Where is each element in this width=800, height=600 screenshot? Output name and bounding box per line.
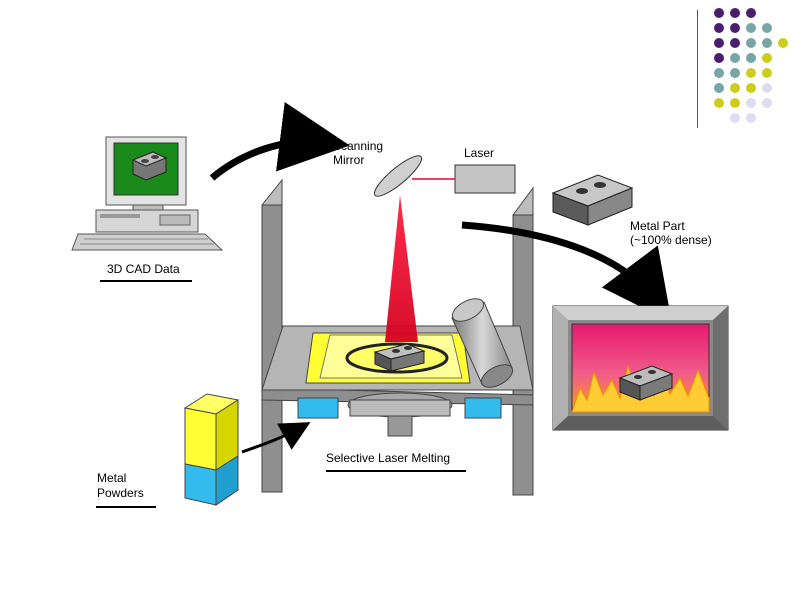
decor-dot	[730, 68, 740, 78]
label-dense: (~100% dense)	[630, 233, 712, 247]
metal-part-icon	[551, 174, 634, 226]
recoater-roller-icon	[451, 298, 514, 388]
decor-dot	[746, 38, 756, 48]
label-mirror: Mirror	[333, 153, 365, 167]
decor-dot	[714, 98, 724, 108]
label-laser: Laser	[464, 146, 495, 160]
decor-dot	[762, 23, 772, 33]
decor-dot	[714, 53, 724, 63]
decor-dot	[730, 53, 740, 63]
decor-dot	[778, 38, 788, 48]
laser-beam	[385, 195, 418, 342]
decor-dot	[746, 68, 756, 78]
label-metal-part: Metal Part	[630, 219, 685, 233]
decor-dot	[746, 23, 756, 33]
decor-dot	[730, 98, 740, 108]
decor-dot	[730, 8, 740, 18]
label-selective-laser-melting: Selective Laser Melting	[326, 451, 451, 465]
decorative-dot-grid	[706, 8, 800, 138]
decorative-vertical-rule	[697, 10, 698, 128]
cad-to-mirror-arrow	[209, 102, 350, 181]
scanning-mirror-icon	[373, 155, 423, 197]
part-on-bed	[373, 343, 426, 372]
decor-dot	[714, 8, 724, 18]
metal-powders-icon	[183, 393, 240, 506]
laser-source-icon	[454, 164, 516, 194]
decor-dot	[714, 68, 724, 78]
decor-dot	[762, 38, 772, 48]
decor-dot	[730, 83, 740, 93]
machine-to-furnace-arrow	[461, 221, 672, 323]
label-sls-underline	[326, 470, 466, 472]
decor-dot	[714, 83, 724, 93]
label-powders-underline	[96, 506, 156, 508]
decor-dot	[746, 8, 756, 18]
label-3d-cad-underline	[100, 280, 192, 282]
label-powders: Powders	[97, 486, 144, 500]
label-metal: Metal	[97, 471, 127, 485]
decor-dot	[730, 38, 740, 48]
label-scanning: Scanning	[333, 139, 384, 153]
decor-dot	[746, 53, 756, 63]
decor-dot	[730, 23, 740, 33]
decor-dot	[714, 23, 724, 33]
powders-to-machine-arrow	[241, 422, 311, 454]
decor-dot	[762, 68, 772, 78]
furnace-frame	[552, 305, 729, 431]
decor-dot	[762, 53, 772, 63]
decor-dot	[746, 113, 756, 123]
computer-icon	[71, 136, 224, 251]
label-3d-cad-data: 3D CAD Data	[107, 262, 180, 276]
decor-dot	[714, 38, 724, 48]
decor-dot	[762, 98, 772, 108]
decor-dot	[762, 83, 772, 93]
decor-dot	[746, 83, 756, 93]
decor-dot	[730, 113, 740, 123]
decor-dot	[746, 98, 756, 108]
